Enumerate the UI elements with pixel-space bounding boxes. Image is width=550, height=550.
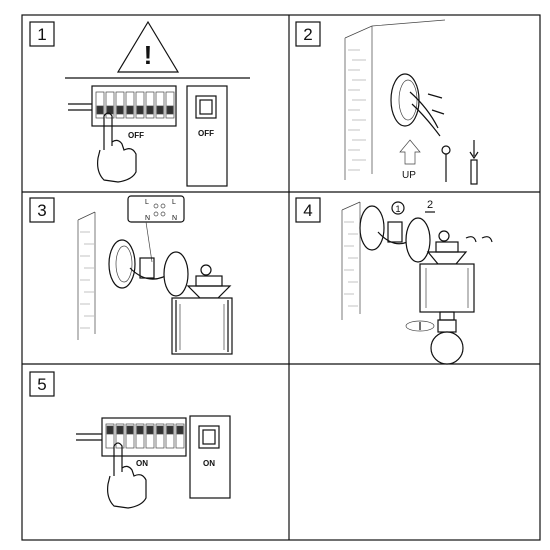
terminal-label-n: N	[172, 215, 177, 222]
terminal-detail-callout: L N L N	[127, 195, 185, 263]
step-number-badge: 5	[29, 371, 55, 397]
step-number-badge: 1	[29, 21, 55, 47]
lantern	[163, 251, 233, 355]
wall-switch: ON	[189, 415, 231, 499]
mounting-plate	[390, 73, 445, 137]
terminal-label-n: N	[145, 215, 150, 222]
step-1-panel: 1 ! OFF	[29, 20, 250, 187]
step-number: 1	[37, 25, 46, 44]
warning-mark: !	[144, 40, 153, 70]
switch-on-label: ON	[136, 459, 148, 468]
switch-off-label: OFF	[128, 131, 144, 140]
hand-icon	[97, 112, 137, 183]
step-number: 2	[303, 25, 312, 44]
terminal-label-l: L	[172, 199, 176, 206]
circuit-breaker-panel: ON	[76, 417, 187, 468]
mounting-plate	[359, 205, 415, 251]
panel-grid	[21, 14, 541, 541]
hand-icon	[107, 442, 147, 509]
terminal-label-l: L	[145, 199, 149, 206]
wall-switch: OFF	[186, 85, 228, 187]
circuit-breaker-panel: OFF	[68, 85, 177, 140]
step-number: 3	[37, 201, 46, 220]
step-callout-1: 1	[391, 201, 405, 215]
brick-wall	[344, 19, 446, 180]
warning-triangle-icon: !	[116, 20, 180, 73]
step-3-panel: 3 L N L N	[29, 195, 233, 355]
step-number-badge: 3	[29, 197, 55, 223]
callout-number: 2	[427, 199, 433, 211]
step-2-panel: 2 UP	[295, 19, 479, 185]
step-number: 4	[303, 201, 312, 220]
mounting-plate	[108, 239, 173, 289]
breaker-on-label: ON	[203, 459, 215, 468]
up-label: UP	[402, 170, 416, 181]
step-4-panel: 4 1 2	[295, 197, 493, 365]
breaker-off-label: OFF	[198, 129, 214, 138]
step-number: 5	[37, 375, 46, 394]
wall-plug-icon	[469, 140, 479, 185]
screw-icon	[441, 145, 451, 182]
callout-number: 1	[395, 204, 400, 214]
step-number-badge: 4	[295, 197, 321, 223]
step-callout-2: 2	[425, 199, 435, 213]
light-bulb-icon	[405, 319, 464, 365]
lantern	[405, 217, 475, 321]
up-arrow-icon: UP	[399, 139, 421, 181]
step-number-badge: 2	[295, 21, 321, 47]
brick-wall	[77, 211, 96, 340]
brick-wall	[341, 201, 361, 320]
step-5-panel: 5 ON ON	[29, 371, 231, 509]
rotate-arrow-icon	[465, 236, 493, 243]
